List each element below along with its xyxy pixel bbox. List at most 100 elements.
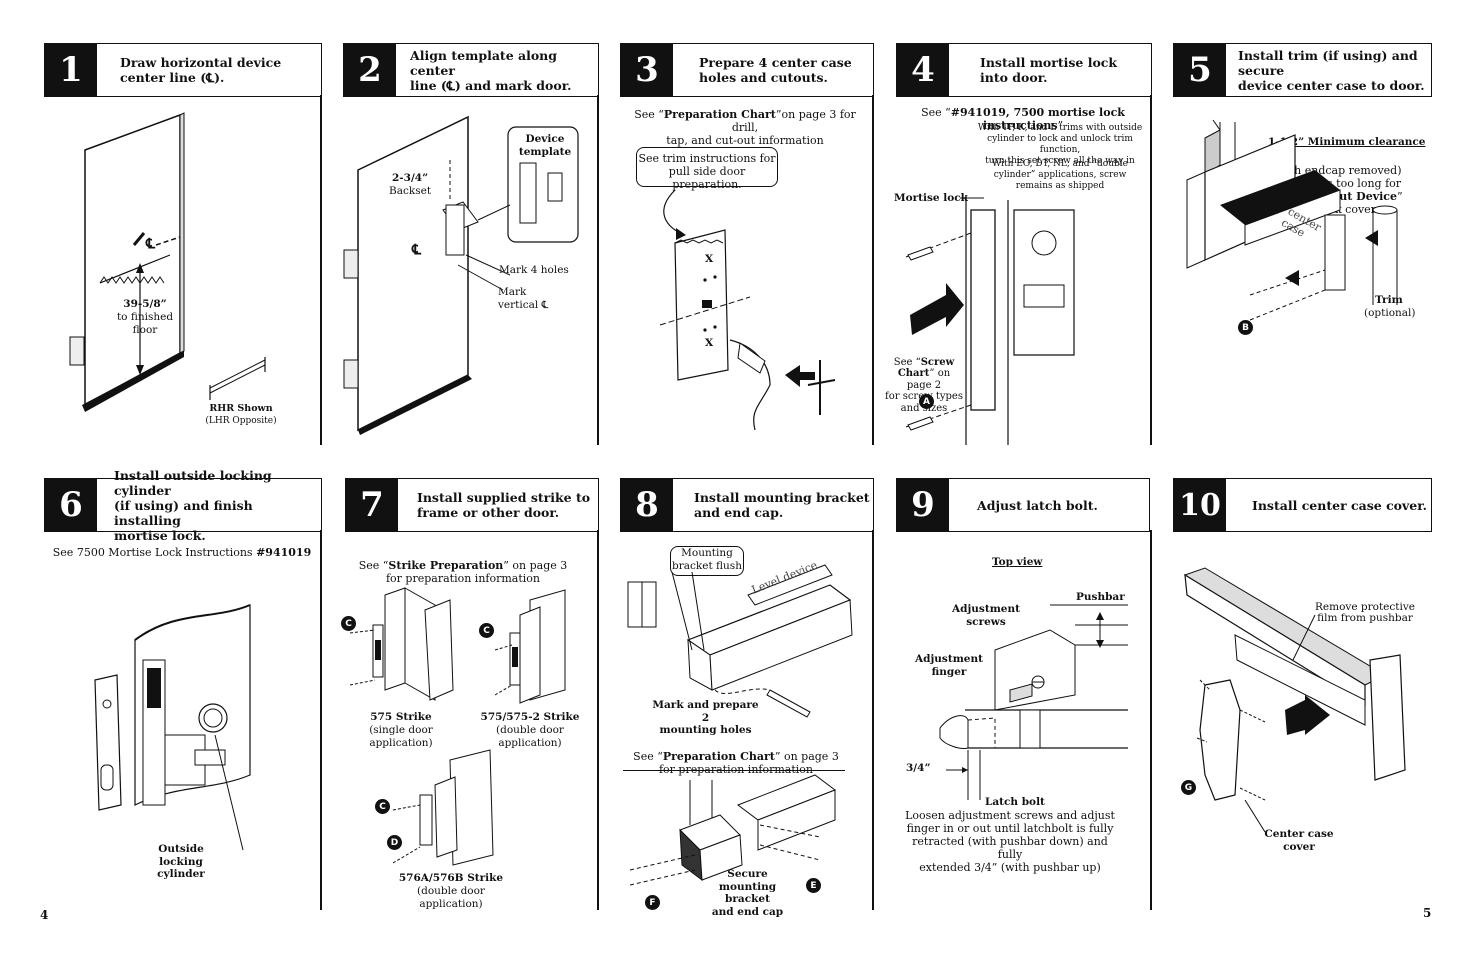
column-rule (1150, 530, 1152, 910)
latch-adjust-note: Loosen adjustment screws and adjust fing… (905, 809, 1115, 874)
cylinder-illustration (94, 604, 251, 851)
mortise-instructions-note: See “#941019, 7500 mortise lock instruct… (921, 106, 1125, 132)
step-number: 4 (897, 44, 949, 96)
step-1-header: 1 Draw horizontal device center line (℄)… (44, 43, 322, 97)
column-rule (1150, 95, 1152, 445)
bracket-flush-box: Mounting bracket flush (670, 546, 744, 576)
callout-a: A (919, 394, 934, 409)
step-number: 1 (45, 44, 97, 96)
hole-mark-x: X (705, 253, 714, 265)
step-title: Install supplied strike to frame or othe… (417, 490, 591, 520)
strike-preparation-note: See “Strike Preparation” on page 3 for p… (358, 559, 568, 585)
step-number: 7 (346, 479, 398, 531)
step-number: 8 (621, 479, 673, 531)
door-template-illustration (343, 115, 579, 435)
bracket-illustration (627, 564, 853, 718)
strike-5752-label: 575/575-2 Strike (480, 711, 580, 723)
callout-b: B (1238, 320, 1253, 335)
mark-holes-label: Mark 4 holes (499, 264, 569, 276)
callout-f: F (645, 895, 660, 910)
dimension-value: 39-5/8” (123, 298, 167, 310)
backset-text: Backset (389, 185, 432, 197)
adjustment-finger-label: Adjustment finger (915, 653, 983, 678)
mortise-lock-illustration (905, 195, 1075, 445)
set-screw-note: With TP, K, and L trims with outside cyl… (977, 123, 1143, 166)
pushbar-label: Pushbar (1076, 591, 1125, 603)
screw-chart-note: See “Screw Chart” on page 2 for screw ty… (885, 356, 963, 414)
centerline-symbol: ℄ (412, 242, 421, 258)
column-rule (320, 95, 322, 445)
step-10-header: 10 Install center case cover. (1173, 478, 1432, 532)
double-cylinder-note: With EO, DT, NL, and “double cylinder” a… (992, 159, 1128, 191)
step-number: 3 (621, 44, 673, 96)
callout-c: C (341, 616, 356, 631)
step-number: 9 (897, 479, 949, 531)
remove-film-label: Remove protective film from pushbar (1315, 601, 1415, 624)
mark-vertical-label: Mark vertical ℄ (498, 286, 549, 311)
step-number: 6 (45, 479, 97, 531)
end-cap-illustration (629, 774, 837, 886)
secure-label: Secure mounting bracket and end cap (711, 868, 784, 918)
trim-label: Trim (1375, 294, 1403, 306)
backset-value: 2-3/4” (392, 172, 429, 184)
callout-c: C (375, 799, 390, 814)
strike-576-label: 576A/576B Strike (398, 872, 504, 884)
door-illustration (69, 112, 266, 412)
callout-c: C (479, 623, 494, 638)
rhr-label: RHR Shown (209, 403, 273, 414)
column-rule (872, 530, 874, 910)
callout-g: G (1181, 780, 1196, 795)
step-title: Install center case cover. (1252, 497, 1428, 513)
centerline-symbol: ℄ (146, 236, 155, 252)
strike-575-note: (single door application) (369, 724, 433, 749)
dimension-text: to finished floor (116, 311, 174, 336)
column-rule (872, 95, 874, 445)
column-rule (597, 95, 599, 445)
column-rule (597, 530, 599, 910)
step-title: Draw horizontal device center line (℄). (120, 55, 282, 85)
drill-illustration (659, 189, 836, 431)
section-divider (623, 770, 845, 772)
step-4-header: 4 Install mortise lock into door. (896, 43, 1152, 97)
top-view-label: Top view (992, 556, 1043, 568)
callout-d: D (387, 835, 402, 850)
step-title: Install mounting bracket and end cap. (694, 490, 870, 520)
template-label: Device template (518, 133, 572, 158)
column-rule (320, 530, 322, 910)
latch-bolt-label: Latch bolt (985, 796, 1045, 808)
step-title: Install trim (if using) and secure devic… (1238, 47, 1425, 93)
step-title: Adjust latch bolt. (977, 497, 1098, 513)
trim-optional-label: (optional) (1364, 307, 1416, 319)
step-title: Install outside locking cylinder (if usi… (114, 467, 272, 543)
strike-5752-note: (double door application) (496, 724, 564, 749)
cylinder-label: Outside locking cylinder (157, 843, 205, 880)
preparation-note: See “Preparation Chart”on page 3 for dri… (634, 108, 856, 147)
adjustment-screws-label: Adjustment screws (952, 603, 1020, 628)
center-case-illustration (1186, 119, 1398, 321)
page-number-left: 4 (40, 908, 49, 922)
strike-575-label: 575 Strike (370, 711, 432, 723)
hole-mark-x: X (705, 337, 714, 349)
step-number: 10 (1174, 479, 1226, 531)
step-title: Align template along center line (℄) and… (410, 47, 572, 93)
dimension-label: 3/4” (906, 762, 931, 774)
step-title: Prepare 4 center case holes and cutouts. (699, 55, 852, 85)
preparation-note: See “Preparation Chart” on page 3 for pr… (633, 750, 839, 776)
latch-adjustment-illustration (939, 604, 1128, 800)
strike-illustrations (349, 587, 566, 866)
step-7-header: 7 Install supplied strike to frame or ot… (345, 478, 599, 532)
cover-label: Center case cover (1264, 828, 1334, 853)
mark-holes-label: Mark and prepare 2 mounting holes (652, 699, 759, 736)
step-8-header: 8 Install mounting bracket and end cap. (620, 478, 874, 532)
callout-e: E (806, 878, 821, 893)
step-3-header: 3 Prepare 4 center case holes and cutout… (620, 43, 874, 97)
mortise-reference-note: See 7500 Mortise Lock Instructions #9410… (52, 546, 312, 559)
mortise-lock-label: Mortise lock (894, 192, 968, 204)
cover-illustration (1183, 567, 1406, 833)
strike-576-note: (double door application) (417, 885, 485, 910)
step-title: Install mortise lock into door. (980, 55, 1118, 85)
trim-instructions-box: See trim instructions for pull side door… (636, 147, 778, 191)
lhr-label: (LHR Opposite) (205, 416, 277, 426)
clearance-label: 1-1/2” Minimum clearance (1268, 136, 1426, 148)
step-9-header: 9 Adjust latch bolt. (896, 478, 1150, 532)
